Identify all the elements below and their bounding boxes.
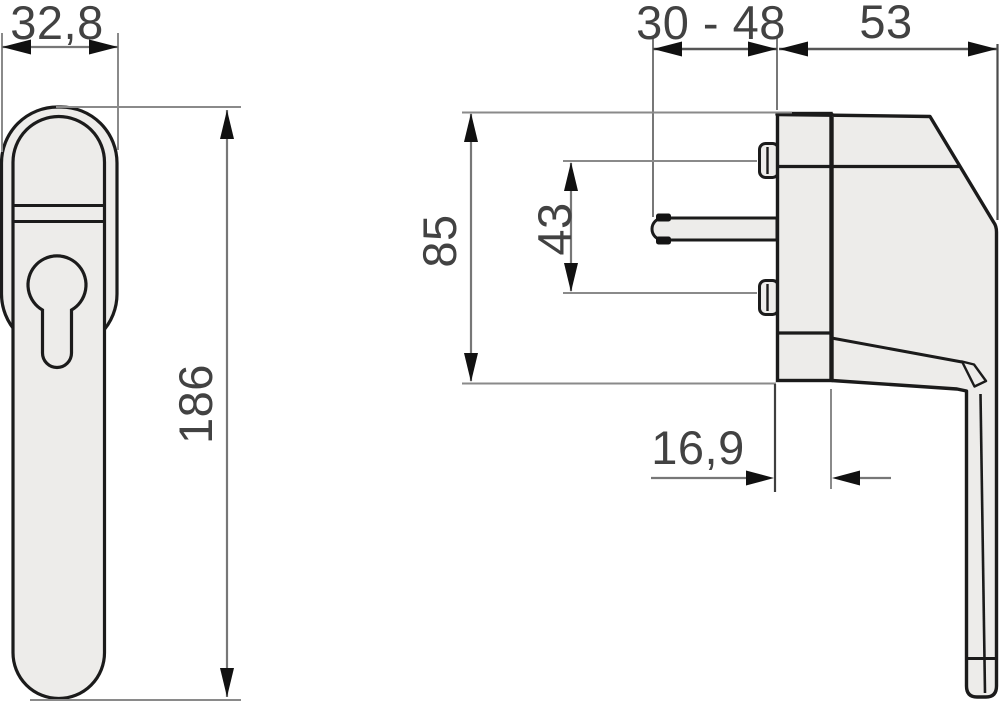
dimension-label-front-width: 32,8 — [10, 0, 103, 49]
dimension-label-head-depth: 53 — [859, 0, 912, 48]
dimension-label-front-height: 186 — [169, 364, 222, 444]
side-lower-lug — [758, 279, 780, 316]
dimension-label-spindle-range: 30 - 48 — [636, 0, 786, 49]
side-spindle-corner-mark-top — [656, 213, 671, 222]
dimension-screw-spacing: 43 — [528, 160, 757, 294]
side-neck-crease-line — [831, 336, 963, 364]
side-elbow-chamfer — [960, 360, 988, 388]
dimension-label-plate-depth: 16,9 — [651, 421, 744, 474]
side-body — [775, 112, 999, 699]
handle-front-view — [0, 105, 119, 701]
dimension-label-plate-height: 85 — [413, 214, 466, 267]
dimension-plate-height: 85 — [413, 111, 792, 385]
dimension-head-depth: 53 — [779, 0, 999, 220]
front-keyhole — [26, 254, 88, 370]
front-grip — [11, 114, 107, 701]
dimension-front-width: 32,8 — [1, 0, 119, 152]
side-backplate — [775, 111, 833, 383]
dimension-label-screw-spacing: 43 — [528, 202, 581, 255]
side-spindle-corner-mark-bottom — [656, 236, 671, 245]
handle-side-view — [650, 111, 999, 699]
dimension-plate-depth: 16,9 — [651, 384, 891, 492]
dimension-front-height: 186 — [30, 106, 241, 701]
side-spindle — [650, 216, 779, 242]
side-upper-lug — [758, 142, 780, 179]
side-grip-edge-line — [979, 393, 987, 694]
dimension-spindle-range: 30 - 48 — [636, 0, 786, 217]
